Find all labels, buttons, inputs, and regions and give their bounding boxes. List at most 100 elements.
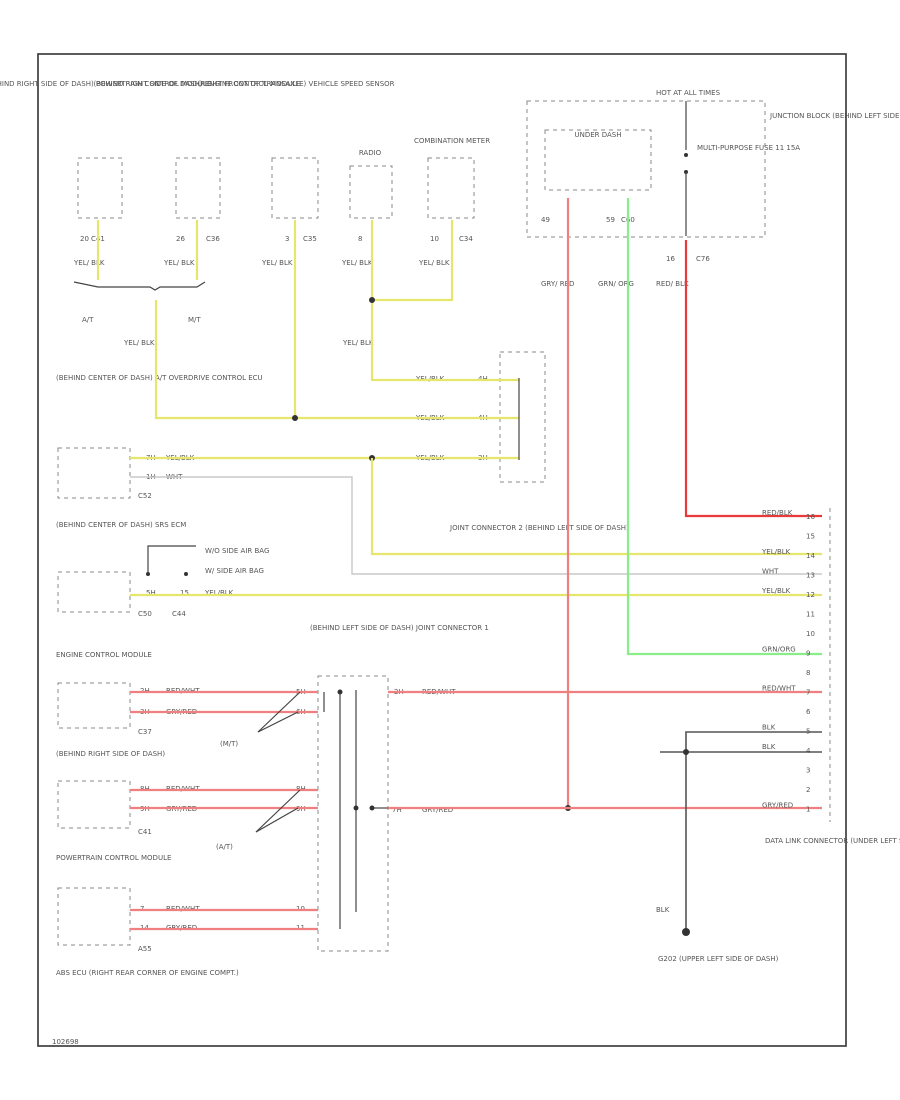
dlc-pin-number: 9 [806,650,810,658]
pin-number: 5H [146,589,156,597]
connector-id: C37 [138,728,152,736]
dlc-wire-color: RED/BLK [762,509,793,517]
wire-white [130,476,822,575]
branch-bracket [73,281,206,291]
dlc-pin-number: 6 [806,708,811,716]
mt-branch-label: (M/T) [220,740,238,748]
splice [353,805,359,811]
mt-label: M/T [188,316,201,324]
switch-label: W/O SIDE AIR BAG [205,547,269,555]
switch-terminal [146,572,150,576]
dlc-pin-number: 15 [806,533,815,541]
left-component-label: ENGINE CONTROL MODULE [56,651,152,659]
left-component-ecm: ENGINE CONTROL MODULE 2H RED/WHT 3H GRY/… [56,651,200,736]
pin-number: 8 [358,235,362,243]
dlc-pin-number: 10 [806,630,815,638]
wire-color: GRY/RED [422,806,453,814]
dlc-label: DATA LINK CONNECTOR (UNDER LEFT SIDE OF … [765,837,900,845]
at-branch-label: (A/T) [216,843,233,851]
left-component-pcm-dash: (BEHIND RIGHT SIDE OF DASH) 8H RED/WHT 9… [56,750,200,836]
pink-wires [130,689,822,931]
left-component-label: POWERTRAIN CONTROL MODULE [56,854,171,862]
top-component-vss: (RIGHT FRONT OF TRANSAXLE) VEHICLE SPEED… [197,80,394,267]
pin-number: 49 [541,216,550,224]
dlc-pin-number: 13 [806,572,815,580]
under-dash-label: UNDER DASH [574,131,621,139]
left-component-label: ABS ECU (RIGHT REAR CORNER OF ENGINE COM… [56,969,239,977]
pin-number: 20 [80,235,89,243]
dlc-pin-number: 4 [806,747,811,755]
joint-connector-1-label: (BEHIND LEFT SIDE OF DASH) JOINT CONNECT… [310,624,489,632]
component-box [57,447,131,499]
left-component-srs: (BEHIND CENTER OF DASH) SRS ECM 5H 15 YE… [56,521,269,618]
left-component-label: (BEHIND CENTER OF DASH) SRS ECM [56,521,186,529]
connector-id: C41 [138,828,152,836]
switch-wire [147,545,196,572]
wire-color: GRY/ RED [541,280,574,288]
dlc-pin-number: 3 [806,767,810,775]
connector-id: C50 [138,610,152,618]
connector-id: C44 [172,610,186,618]
left-component-pcm: POWERTRAIN CONTROL MODULE 7 RED/WHT 14 G… [56,854,200,953]
splice [292,415,298,421]
splice [337,689,343,695]
dlc-pin-number: 16 [806,513,815,521]
dlc-wire-color: GRY/RED [762,802,793,810]
wire-color: YEL/ BLK [123,339,155,347]
yellow-wires [73,220,822,597]
top-component-radio: RADIO 8 YEL/ BLK [341,149,393,267]
fuse-label: MULTI-PURPOSE FUSE 11 15A [697,144,800,152]
top-component-ecm: (BEHIND RIGHT SIDE OF DASH) ENGINE CONTR… [93,80,300,267]
top-component-meter: COMBINATION METER 10 C34 YEL/ BLK [414,137,490,267]
wire-yellow [370,220,519,382]
connector-id: C34 [459,235,473,243]
wire-color: GRN/ ORG [598,280,634,288]
component-box [271,157,319,219]
wire-color: YEL/BLK [204,589,234,597]
dlc-wire-color: WHT [762,568,779,576]
wire-green-orange [626,198,822,656]
under-dash-box [544,129,652,191]
ground-circuit [660,731,822,936]
dlc-pin-number: 14 [806,552,815,560]
pin-number: 59 [606,216,615,224]
branch-marker [257,691,301,733]
dlc-wire-color: GRN/ORG [762,646,796,654]
wire-color: YEL/ BLK [73,259,105,267]
pin-number: 16 [666,255,675,263]
top-component-label: COMBINATION METER [414,137,490,145]
pin-number: 26 [176,235,185,243]
wire-red-black [684,240,822,518]
dlc-pin-number: 8 [806,669,810,677]
diagram-frame [37,53,847,1047]
branch-marker [255,789,301,833]
left-component-label: (BEHIND RIGHT SIDE OF DASH) [56,750,165,758]
footer-id: 102698 [52,1038,79,1046]
wire-black [685,731,822,930]
component-box [427,157,475,219]
dlc-wire-color: RED/WHT [762,685,796,693]
component-box [175,157,221,219]
connector-id: C76 [696,255,710,263]
pin-number: 3 [285,235,289,243]
connector-id: C36 [206,235,220,243]
connector-id: C52 [138,492,152,500]
branch-marker [257,711,299,733]
wire-yellow [372,220,454,302]
joint-connector-1-box [317,675,389,952]
joint-connector-2-label: JOINT CONNECTOR 2 (BEHIND LEFT SIDE OF D… [449,524,629,532]
junction-block: HOT AT ALL TIMES UNDER DASH MULTI-PURPOS… [526,89,900,288]
splice [369,297,375,303]
top-component-label: (BEHIND RIGHT SIDE OF DASH) POWERTRAIN C… [0,80,211,88]
wire-color: YEL/ BLK [341,259,373,267]
junction-label: JUNCTION BLOCK (BEHIND LEFT SIDE OF DASH… [769,112,900,120]
wire-color: YEL/ BLK [418,259,450,267]
top-component-label: (BEHIND RIGHT SIDE OF DASH) ENGINE CONTR… [93,80,300,88]
wire-yellow [154,300,519,420]
branch-marker [255,807,299,833]
wire-color: BLK [656,906,670,914]
top-component-label: (RIGHT FRONT OF TRANSAXLE) VEHICLE SPEED… [197,80,394,88]
dlc-pin-number: 11 [806,611,815,619]
component-box [349,165,393,219]
